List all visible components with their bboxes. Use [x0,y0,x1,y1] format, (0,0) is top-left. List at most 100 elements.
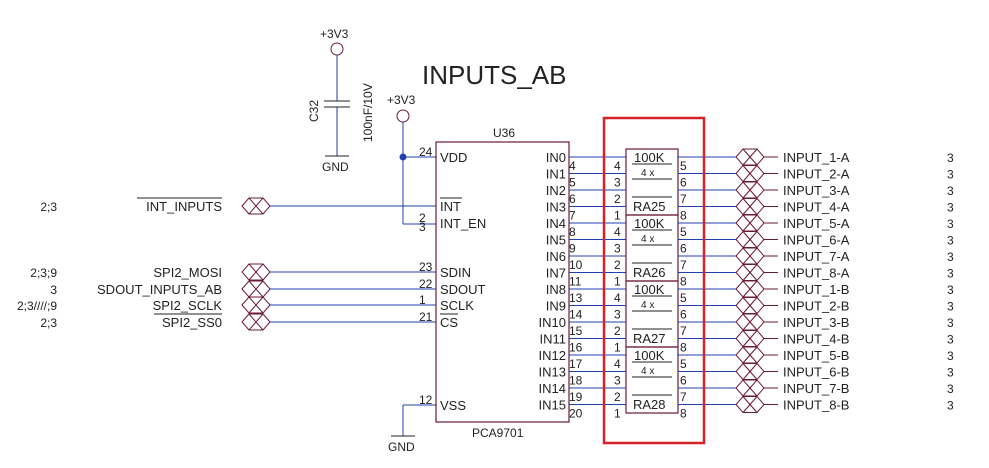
net-label: INPUT_6-B [783,365,849,380]
chip-pin-name: CS [440,315,458,330]
net-label: INPUT_4-B [783,332,849,347]
net-sheet-ref: 3 [947,234,954,248]
resistor-pin-number: 2 [614,192,621,206]
chip-pin-name: IN13 [539,365,566,380]
resistor-value: 100K [634,216,665,231]
net-sheet-ref: 3 [947,250,954,264]
resistor-pin-number: 3 [614,176,621,190]
net-label: INPUT_2-A [783,167,850,182]
chip-pin-name: VDD [440,150,467,165]
capacitor-c32: +3V3 C32 100nF/10V GND [307,27,375,174]
chip-pin-number: 5 [569,176,576,190]
resistor-pin-number: 2 [614,390,621,404]
net-label: INPUT_4-A [783,200,850,215]
resistor-ref: RA25 [633,199,666,214]
chip-pin-name: INT_EN [440,216,486,231]
chip-pin-name: IN3 [546,200,566,215]
chip-pin-name: IN2 [546,183,566,198]
net-sheet-ref: 3 [947,300,954,314]
resistor-pin-number: 8 [680,341,687,355]
chip-pin-number: 17 [569,357,583,371]
net-sheet-ref: 3 [50,283,57,297]
chip-pin-name: IN14 [539,381,566,396]
chip-pin-name: IN4 [546,216,566,231]
resistor-multiplier: 4 x [641,366,654,377]
chip-pin-number: 8 [569,225,576,239]
power-port-icon [396,109,410,123]
ic-u36: U36 PCA9701 VDD24INTINT_EN23SDIN23SDOUT2… [419,126,583,440]
chip-pin-name: IN7 [546,266,566,281]
chip-pin-number: 18 [569,374,583,388]
cap-gnd-label: GND [322,160,349,174]
resistor-pin-number: 5 [680,159,687,173]
net-label: INPUT_7-A [783,249,850,264]
resistor-ref: RA28 [633,397,666,412]
net-sheet-ref: 3 [947,349,954,363]
resistor-pin-number: 7 [680,258,687,272]
chip-pin-name: IN5 [546,233,566,248]
resistor-pin-number: 7 [680,324,687,338]
net-sheet-ref: 3 [947,201,954,215]
chip-pin-number: 11 [569,275,582,289]
net-sheet-ref: 2;3 [40,200,57,214]
net-sheet-ref: 2;3////;9 [17,299,57,313]
chip-pin-number: 23 [419,260,433,274]
chip-pin-number: 15 [569,324,583,338]
chip-pin-name: IN12 [539,348,566,363]
cap-value: 100nF/10V [361,83,375,142]
resistor-pin-number: 6 [680,242,687,256]
resistor-pin-number: 3 [614,374,621,388]
net-sheet-ref: 3 [947,267,954,281]
net-sheet-ref: 3 [947,382,954,396]
resistor-pin-number: 4 [614,159,621,173]
net-sheet-ref: 3 [947,168,954,182]
chip-pin-number: 16 [569,341,583,355]
chip-pin-number: 4 [569,159,576,173]
chip-pin-number: 24 [419,145,433,159]
net-label: INPUT_5-B [783,348,849,363]
chip-gnd-label: GND [388,440,415,454]
net-sheet-ref: 2;3;9 [30,266,57,280]
chip-pin-name: IN10 [539,315,566,330]
chip-pin-number: 22 [419,277,433,291]
resistor-pin-number: 1 [614,275,621,289]
chip-pin-name: IN9 [546,299,566,314]
chip-part: PCA9701 [472,426,524,440]
net-label: SPI2_MOSI [153,265,222,280]
chip-pin-number: 13 [569,291,583,305]
net-sheet-ref: 3 [947,316,954,330]
chip-pin-name: SDOUT [440,282,486,297]
resistor-value: 100K [634,282,665,297]
chip-pin-name: SDIN [440,265,471,280]
resistor-pin-number: 6 [680,176,687,190]
resistor-pin-number: 5 [680,357,687,371]
net-label: INPUT_6-A [783,233,850,248]
net-label: INPUT_3-A [783,183,850,198]
resistor-pin-number: 5 [680,225,687,239]
chip-pin-number: 12 [419,393,433,407]
net-label: INPUT_1-B [783,282,849,297]
chip-pin-number: 19 [569,390,583,404]
resistor-pin-number: 3 [614,242,621,256]
chip-pin-name: SCLK [440,298,474,313]
resistor-pin-number: 8 [680,275,687,289]
u36-power: +3V3 GND [387,93,436,454]
net-label: INPUT_2-B [783,299,849,314]
net-sheet-ref: 3 [947,399,954,413]
chip-pin-name: IN1 [546,167,566,182]
resistor-value: 100K [634,150,665,165]
resistor-pin-number: 8 [680,407,687,421]
resistor-pin-number: 1 [614,407,621,421]
net-sheet-ref: 3 [947,184,954,198]
chip-pin-name: IN11 [540,332,567,347]
chip-pin-number: 10 [569,258,583,272]
chip-pin-number: 21 [419,310,433,324]
net-label: INPUT_5-A [783,216,850,231]
resistor-pin-number: 2 [614,324,621,338]
net-label: INPUT_8-A [783,266,850,281]
